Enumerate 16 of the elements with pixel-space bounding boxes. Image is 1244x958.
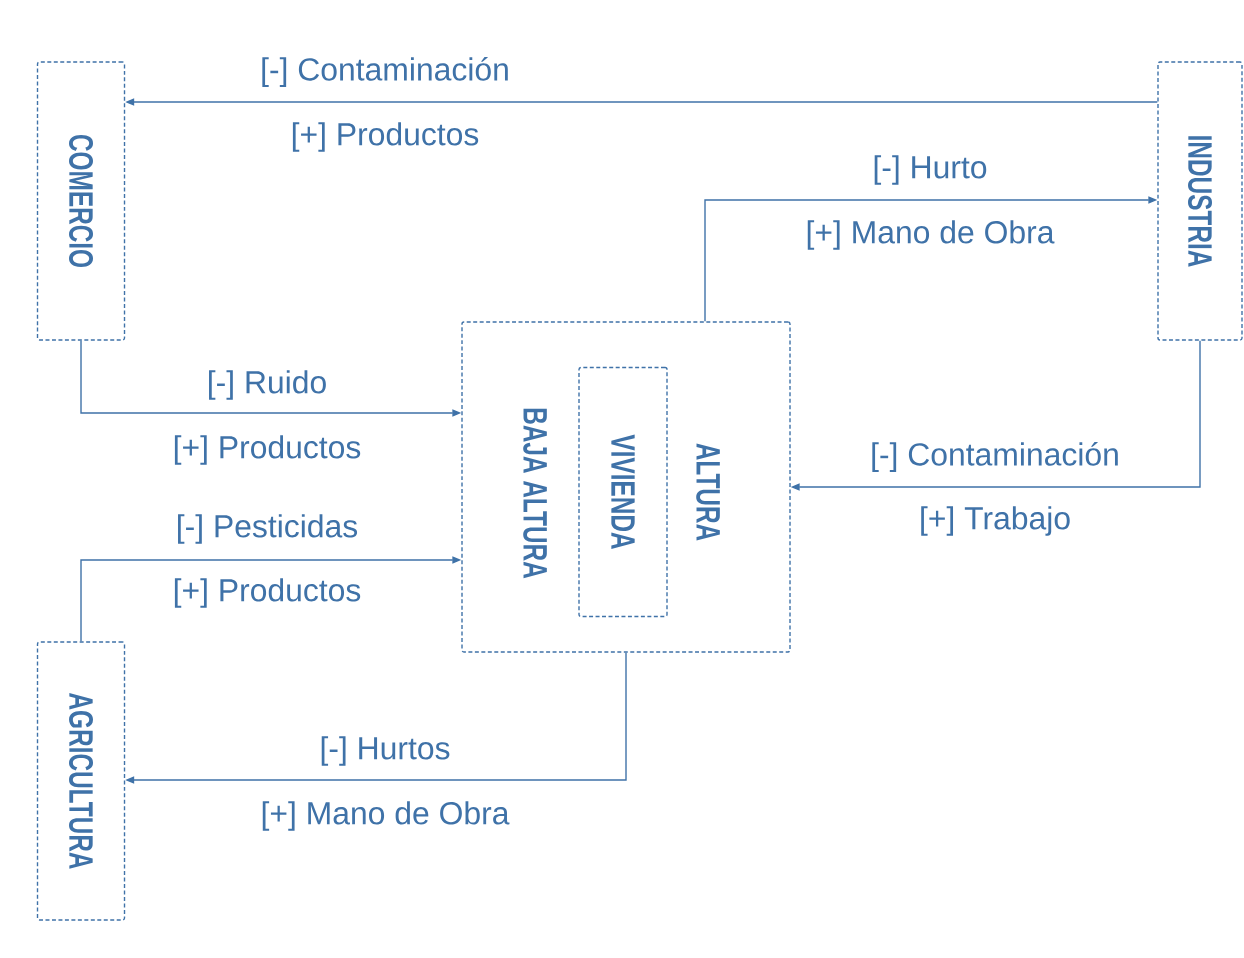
flow-note: [+] Productos — [292, 122, 479, 152]
flow-note: [+] Productos — [174, 435, 361, 465]
flow-note: [+] Mano de Obra — [807, 220, 1055, 250]
edge-label: [-] Contaminación — [262, 56, 508, 88]
dashed-box: AGRICULTURA — [36, 641, 126, 921]
dashed-box: INDUSTRIA — [1157, 61, 1243, 341]
edge-label: [-] Ruido — [209, 370, 326, 400]
edge-label: [-] Pesticidas — [178, 514, 358, 544]
edge-label: [-] Hurto — [874, 155, 987, 185]
dashed-box: COMERCIO — [36, 61, 126, 341]
inner-box: VIVIENDA — [578, 366, 668, 618]
edge-label: [-] Hurtos — [321, 736, 450, 766]
flow-note: [+] Productos — [174, 578, 361, 608]
flow-note: [+] Mano de Obra — [262, 801, 510, 831]
flow-note: [+] Trabajo — [921, 506, 1070, 536]
edge-label: [-] Contaminación — [872, 441, 1118, 473]
